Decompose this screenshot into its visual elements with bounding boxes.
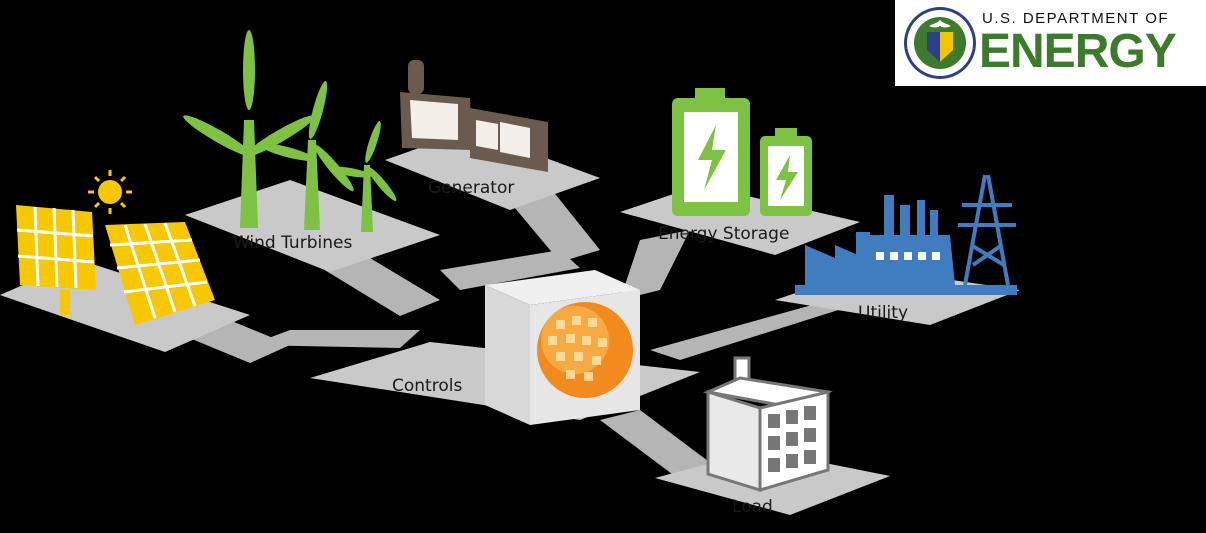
controls-icon — [485, 270, 640, 425]
label-utility: Utility — [858, 303, 908, 323]
path-controls-load — [600, 410, 720, 480]
label-wind-turbines: Wind Turbines — [233, 233, 352, 253]
path-generator-controls-2 — [440, 250, 580, 290]
wind-turbines-icon — [183, 30, 397, 232]
label-controls: Controls — [392, 376, 462, 396]
doe-logo: U.S. DEPARTMENT OF ENERGY — [895, 0, 1206, 86]
utility-icon — [795, 174, 1017, 295]
label-load: Load — [732, 497, 773, 517]
sun-icon — [98, 180, 122, 204]
load-icon — [702, 356, 833, 493]
logo-main-text: ENERGY — [979, 25, 1177, 78]
path-solar-controls-2 — [250, 330, 420, 348]
platform-generator — [385, 130, 600, 210]
path-utility-controls — [650, 300, 870, 360]
generator-icon — [400, 60, 548, 172]
energy-storage-icon — [672, 88, 812, 216]
doe-seal-icon — [904, 7, 976, 79]
label-generator: Generator — [428, 178, 514, 198]
path-storage-controls — [620, 230, 690, 300]
label-energy-storage: Energy Storage — [658, 224, 789, 244]
solar-panels-icon — [16, 170, 215, 325]
logo-top-text: U.S. DEPARTMENT OF — [982, 10, 1170, 27]
